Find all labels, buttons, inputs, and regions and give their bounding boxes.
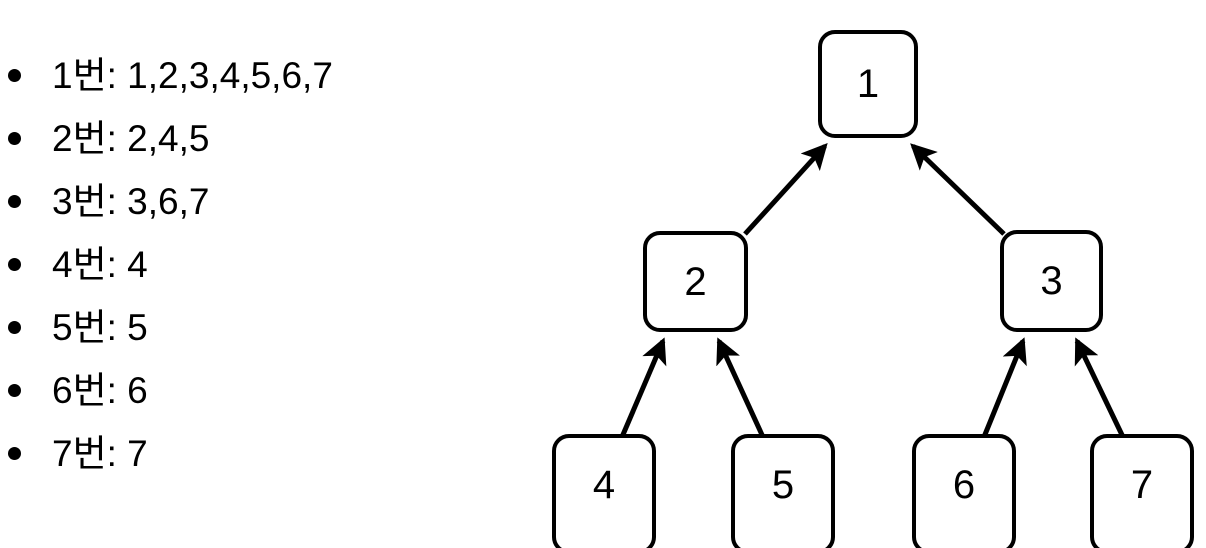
list-item: 4번: 4: [0, 233, 148, 296]
list-item-label: 3번: 3,6,7: [52, 181, 210, 222]
tree-node-label: 2: [684, 259, 707, 304]
list-item-label: 2번: 2,4,5: [52, 118, 210, 159]
tree-edge-5-to-2: [716, 337, 766, 439]
tree-node-label: 6: [952, 463, 976, 507]
binary-tree-diagram: 1 2 3 4 5 6 7: [520, 0, 1206, 548]
list-item-label: 5번: 5: [52, 307, 148, 348]
tree-edge-7-to-3: [1074, 337, 1126, 439]
list-item: 3번: 3,6,7: [0, 170, 209, 233]
bullet-dot-icon: [8, 69, 21, 82]
tree-node-7[interactable]: 7: [1090, 434, 1194, 548]
bullet-dot-icon: [8, 132, 21, 145]
tree-node-4[interactable]: 4: [552, 434, 656, 548]
tree-edge-4-to-2: [619, 337, 667, 438]
tree-node-label: 1: [856, 62, 880, 106]
list-item: 2번: 2,4,5: [0, 107, 209, 170]
tree-node-label: 7: [1130, 463, 1154, 507]
list-item-label: 6번: 6: [52, 370, 148, 411]
list-item: 5번: 5: [0, 296, 148, 359]
tree-node-1[interactable]: 1: [818, 30, 918, 138]
tree-node-label: 5: [771, 463, 795, 507]
bullet-dot-icon: [8, 384, 21, 397]
bullet-dot-icon: [8, 447, 21, 460]
list-item: 1번: 1,2,3,4,5,6,7: [0, 44, 333, 107]
tree-edge-3-to-1: [910, 143, 1006, 236]
tree-edge-2-to-1: [743, 143, 828, 236]
list-item-label: 7번: 7: [52, 433, 148, 474]
tree-node-2[interactable]: 2: [643, 231, 748, 332]
list-item-label: 4번: 4: [52, 244, 148, 285]
bullet-dot-icon: [8, 258, 21, 271]
tree-node-3[interactable]: 3: [1000, 230, 1103, 332]
bullet-dot-icon: [8, 195, 21, 208]
tree-node-5[interactable]: 5: [731, 434, 835, 548]
tree-node-label: 3: [1040, 259, 1063, 303]
list-item-label: 1번: 1,2,3,4,5,6,7: [52, 55, 333, 96]
subtree-summary-list: 1번: 1,2,3,4,5,6,7 2번: 2,4,5 3번: 3,6,7 4번…: [0, 0, 520, 548]
list-item: 7번: 7: [0, 422, 148, 485]
tree-edge-6-to-3: [981, 337, 1027, 438]
list-item: 6번: 6: [0, 359, 148, 422]
tree-node-6[interactable]: 6: [912, 434, 1016, 548]
tree-edge-layer: [619, 143, 1126, 439]
bullet-dot-icon: [8, 321, 21, 334]
tree-node-label: 4: [592, 463, 616, 507]
